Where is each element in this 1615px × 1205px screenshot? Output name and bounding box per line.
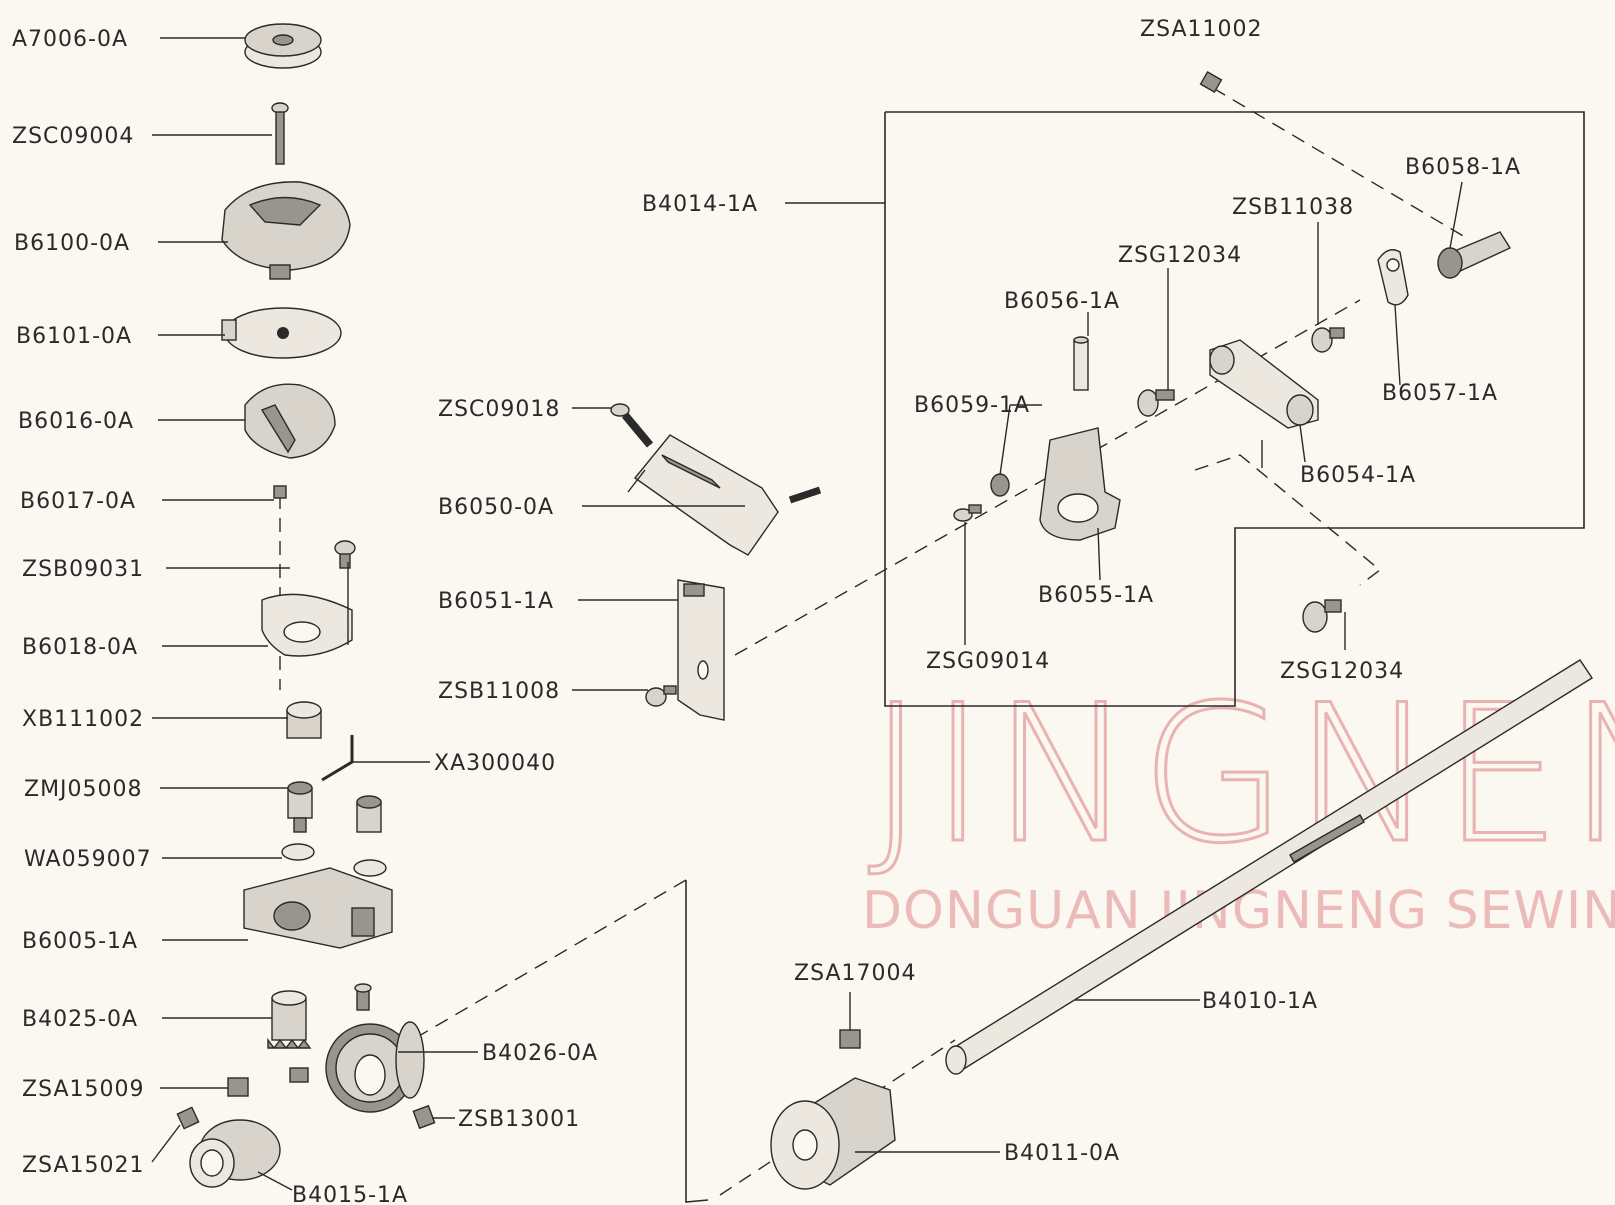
rotary-hook-part xyxy=(221,181,351,280)
label-b6051-1a: B6051-1A xyxy=(438,589,554,614)
set-screw-zmj05008 xyxy=(287,781,313,833)
shaft-b4010 xyxy=(945,659,1593,1075)
gear-b4025 xyxy=(267,990,312,1050)
label-b6056-1a: B6056-1A xyxy=(1004,289,1120,314)
label-xb111002: XB111002 xyxy=(22,707,144,732)
label-b4026-0a: B4026-0A xyxy=(482,1041,598,1066)
label-b4014-1a: B4014-1A xyxy=(642,192,758,217)
label-b6101-0a: B6101-0A xyxy=(16,324,132,349)
label-b6059-1a: B6059-1A xyxy=(914,393,1030,418)
thread-guide-b6050 xyxy=(627,434,822,556)
label-zsb09031: ZSB09031 xyxy=(22,557,144,582)
label-b6057-1a: B6057-1A xyxy=(1382,381,1498,406)
label-b4011-0a: B4011-0A xyxy=(1004,1141,1120,1166)
label-zsa11002: ZSA11002 xyxy=(1140,17,1262,42)
label-wa059007: WA059007 xyxy=(24,847,152,872)
washer-right xyxy=(353,859,387,877)
screw-zsg12034-upper xyxy=(1137,389,1175,417)
label-b6055-1a: B6055-1A xyxy=(1038,583,1154,608)
set-screw-zsa15009 xyxy=(227,1077,249,1097)
set-screw-zsa17004 xyxy=(839,1029,861,1049)
label-a7006-0a: A7006-0A xyxy=(12,27,128,52)
screw-zsg12034-lower xyxy=(1302,599,1342,633)
washer-left xyxy=(281,843,315,861)
arm-b6054 xyxy=(1209,339,1319,429)
label-xa300040: XA300040 xyxy=(434,751,556,776)
coupling-b4011 xyxy=(770,1077,896,1190)
leader-lines xyxy=(151,37,1463,1191)
label-zsa17004: ZSA17004 xyxy=(794,961,916,986)
hook-bracket-part xyxy=(261,593,353,657)
set-screw-zsa11002 xyxy=(1199,70,1223,94)
label-b4010-1a: B4010-1A xyxy=(1202,989,1318,1014)
bushing-xb111002 xyxy=(286,701,322,739)
bobbin-part xyxy=(244,23,322,69)
label-b6016-0a: B6016-0A xyxy=(18,409,134,434)
label-b6100-0a: B6100-0A xyxy=(14,231,130,256)
label-zsa15009: ZSA15009 xyxy=(22,1077,144,1102)
label-b6005-1a: B6005-1A xyxy=(22,929,138,954)
hook-gib-part xyxy=(244,383,336,459)
label-b6018-0a: B6018-0A xyxy=(22,635,138,660)
lever-b6057 xyxy=(1377,249,1409,306)
screw-zsb13001 xyxy=(412,1104,436,1130)
shaft-b6058 xyxy=(1437,231,1512,279)
set-screw-zsa15021 xyxy=(176,1106,200,1130)
gear-box-outline xyxy=(685,880,709,1203)
screw-zsb11008 xyxy=(645,685,677,707)
label-b4015-1a: B4015-1A xyxy=(292,1183,408,1205)
hook-saddle-part xyxy=(243,867,393,949)
label-b6017-0a: B6017-0A xyxy=(20,489,136,514)
label-b6054-1a: B6054-1A xyxy=(1300,463,1416,488)
pin-near-gear xyxy=(289,1067,309,1083)
label-zsb11008: ZSB11008 xyxy=(438,679,560,704)
screw-zsb11038 xyxy=(1311,327,1345,353)
collar-b6059 xyxy=(990,473,1010,497)
label-zmj05008: ZMJ05008 xyxy=(24,777,143,802)
screw-zsc09004 xyxy=(271,102,289,165)
label-zsg12034-upper: ZSG12034 xyxy=(1118,243,1242,268)
screw-zsg09014 xyxy=(953,504,982,522)
top-screw-axis xyxy=(1212,87,1471,241)
label-b6058-1a: B6058-1A xyxy=(1405,155,1521,180)
label-b6050-0a: B6050-0A xyxy=(438,495,554,520)
label-b4025-0a: B4025-0A xyxy=(22,1007,138,1032)
lower-screw-axis xyxy=(1194,454,1382,586)
plate-b6051 xyxy=(677,579,725,721)
gear-axis-line xyxy=(394,879,687,1051)
label-zsc09018: ZSC09018 xyxy=(438,397,560,422)
label-zsa15021: ZSA15021 xyxy=(22,1153,144,1178)
pin-b6056 xyxy=(1073,336,1089,391)
bracket-b6055 xyxy=(1039,427,1121,541)
small-nut-part xyxy=(273,485,287,499)
label-zsb11038: ZSB11038 xyxy=(1232,195,1354,220)
label-zsb13001: ZSB13001 xyxy=(458,1107,580,1132)
gear-b4026 xyxy=(325,1021,425,1113)
screw-zsc09018 xyxy=(610,403,654,448)
label-zsg09014: ZSG09014 xyxy=(926,649,1050,674)
collar-b4015 xyxy=(189,1119,281,1188)
label-zsg12034-lower: ZSG12034 xyxy=(1280,659,1404,684)
hook-plate-part xyxy=(221,307,342,359)
label-zsc09004: ZSC09004 xyxy=(12,124,134,149)
set-screw-right xyxy=(356,795,382,833)
watermark-brand: JINGNEN xyxy=(868,664,1615,885)
screw-above-gear xyxy=(354,983,372,1011)
subassembly-box xyxy=(884,111,1585,707)
hex-key-part xyxy=(321,735,354,782)
screw-zsb09031 xyxy=(334,540,356,569)
